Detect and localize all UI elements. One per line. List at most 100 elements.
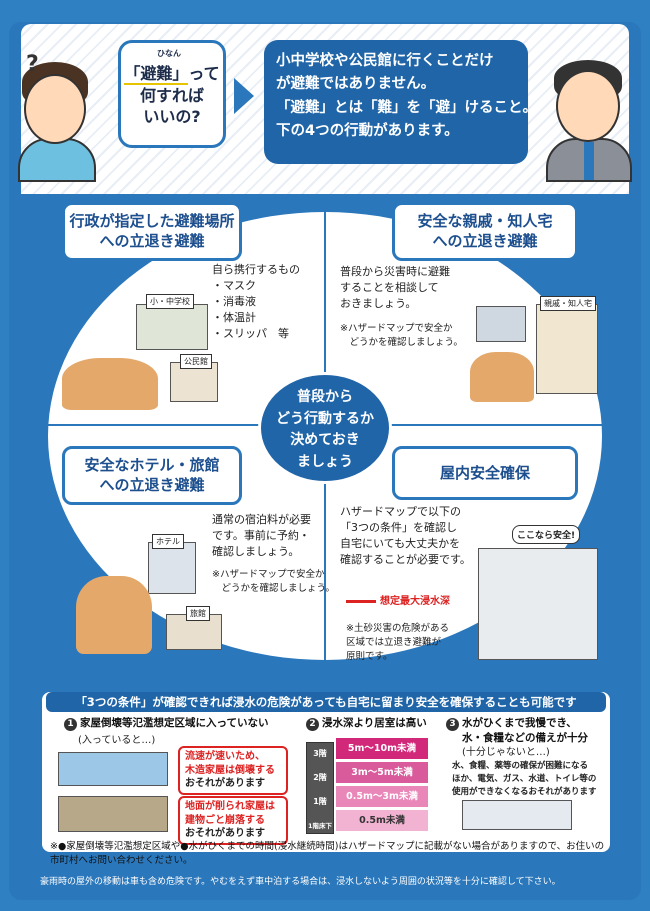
- school-tag: 小・中学校: [146, 294, 194, 309]
- center-line: どう行動するか: [276, 410, 374, 427]
- relative-house-tag: 親戚・知人宅: [540, 296, 596, 311]
- bottom-note: 豪雨時の屋外の移動は車も含め危険です。やむをえず車中泊する場合は、浸水しないよう…: [40, 877, 561, 887]
- quadrant-3-body: 通常の宿泊料が必要 です。事前に予約・ 確認しましょう。: [212, 512, 311, 560]
- floor-label: 1階床下: [307, 822, 333, 830]
- condition-1-warning-1: 流速が速いため、 木造家屋は倒壊する おそれがあります: [178, 746, 288, 795]
- condition-2-number: 2: [306, 718, 319, 731]
- q4-body-line: 自宅にいても大丈夫かを: [340, 536, 461, 550]
- max-flood-depth-legend: 想定最大浸水深: [346, 592, 450, 607]
- flood-level: 0.5m〜3m未満: [336, 786, 428, 807]
- floor-label: 1階: [313, 797, 327, 806]
- center-line: 決めておき: [290, 432, 360, 449]
- answer-bubble: 小中学校や公民館に行くことだけ が避難ではありません。 「避難」とは「難」を「避…: [264, 40, 537, 164]
- quadrant-2-title: 安全な親戚・知人宅 への立退き避難: [392, 202, 578, 261]
- quadrant-1-title: 行政が指定した避難場所 への立退き避難: [62, 202, 242, 261]
- q2-body-line: おきましょう。: [340, 296, 417, 310]
- warning-2-line: 建物ごと崩落する: [185, 814, 265, 826]
- question-line-3: いいの?: [143, 107, 201, 127]
- legend-label: 想定最大浸水深: [380, 596, 450, 607]
- questioner-body: [18, 138, 96, 182]
- flood-level: 0.5m未満: [336, 810, 428, 831]
- q2-note-line: どうかを確認しましょう。: [340, 336, 463, 348]
- quadrant-1-title-line-1: 行政が指定した避難場所: [69, 212, 235, 230]
- center-line: ましょう: [297, 454, 353, 471]
- question-line-2: 何すれば: [139, 85, 204, 105]
- quadrant-1-title-line-2: への立退き避難: [99, 232, 205, 251]
- q2-note-line: ※ハザードマップで安全か: [340, 323, 453, 334]
- bring-item: ・スリッパ 等: [212, 326, 289, 340]
- condition-3-body-line: 水、食糧、薬等の確保が困難になる: [452, 761, 589, 771]
- quadrant-2-title-line-1: 安全な親戚・知人宅: [417, 212, 553, 230]
- q2-body-line: 普段から災害時に避難: [340, 265, 450, 278]
- answer-line-4: 下の4つの行動があります。: [276, 123, 459, 140]
- conditions-header: 「3つの条件」が確認できれば浸水の危険があっても自宅に留まり安全を確保することも…: [46, 692, 606, 712]
- quadrant-4-body: ハザードマップで以下の 「3つの条件」を確認し 自宅にいても大丈夫かを 確認する…: [340, 504, 471, 568]
- question-word: 「避難」: [124, 64, 189, 85]
- arrow-right-icon: [234, 78, 254, 114]
- family-walking-icon: [76, 576, 152, 654]
- quadrant-4-note: ※土砂災害の危険がある 区域では立退き避難が 原則です。: [346, 622, 449, 663]
- question-line-1: って: [188, 64, 220, 83]
- question-bubble: ひなん 「避難」って 何すれば いいの?: [118, 40, 226, 148]
- q2-body-line: することを相談して: [340, 280, 439, 294]
- flooded-house-icon: [476, 306, 526, 342]
- q4-body-line: ハザードマップで以下の: [340, 505, 461, 518]
- safe-here-bubble: ここなら安全!: [512, 525, 581, 544]
- condition-3-body-line: ほか、電気、ガス、水道、トイレ等の: [452, 773, 597, 784]
- bring-item: ・マスク: [212, 278, 256, 292]
- center-line: 普段から: [297, 389, 353, 405]
- quadrant-2-note: ※ハザードマップで安全か どうかを確認しましょう。: [340, 322, 463, 350]
- q4-body-line: 確認することが必要です。: [340, 552, 471, 566]
- evacuating-family-icon: [470, 352, 534, 402]
- quadrant-3-title-line-2: への立退き避難: [99, 476, 205, 495]
- relative-house-icon: [536, 304, 598, 394]
- advisor-tie: [584, 142, 594, 180]
- center-message: 普段から どう行動するか 決めておき ましょう: [258, 372, 392, 484]
- quadrant-2-body: 普段から災害時に避難 することを相談して おきましょう。: [340, 264, 450, 312]
- condition-3-body-line: 使用ができなくなるおそれがあります: [452, 786, 597, 797]
- conditions-footnote: ※●家屋倒壊等氾濫想定区域や●水がひくまでの時間(浸水継続時間)はハザードマップ…: [50, 841, 605, 866]
- quadrant-4-title: 屋内安全確保: [392, 446, 578, 501]
- bring-item: ・体温計: [212, 310, 256, 324]
- warning-2-line: 地面が削られ家屋は: [185, 801, 275, 812]
- flood-level: 3m〜5m未満: [336, 762, 428, 783]
- quadrant-2-title-line-2: への立退き避難: [432, 232, 538, 251]
- hall-tag: 公民館: [180, 354, 212, 369]
- condition-1-label: 家屋倒壊等氾濫想定区域に入っていない: [80, 717, 269, 729]
- condition-3-number: 3: [446, 718, 459, 731]
- hotel-building-icon: [148, 542, 196, 594]
- hotel-tag: ホテル: [152, 534, 184, 549]
- flood-level-label: 0.5m未満: [359, 815, 405, 826]
- condition-1-sub: (入っていると…): [78, 735, 156, 746]
- q3-body-line: 確認しましょう。: [212, 544, 300, 558]
- warning-2-line: おそれがあります: [185, 828, 265, 839]
- q3-body-line: です。事前に予約・: [212, 528, 310, 542]
- warning-1-line: おそれがあります: [185, 778, 265, 789]
- inn-tag: 旅館: [186, 606, 210, 621]
- warning-1-line: 流速が速いため、: [185, 751, 265, 762]
- flood-level-label: 0.5m〜3m未満: [346, 791, 418, 802]
- house-wave-icon: [58, 752, 168, 786]
- landslide-icon: [58, 796, 168, 832]
- legend-dash-icon: [346, 599, 376, 603]
- q3-body-line: 通常の宿泊料が必要: [212, 513, 311, 526]
- questioner-face-icon: [24, 74, 86, 144]
- house-section-icon: [306, 742, 334, 834]
- school-building-icon: [136, 304, 208, 350]
- flood-level: 5m〜10m未満: [336, 738, 428, 759]
- warning-1-line: 木造家屋は倒壊する: [185, 764, 275, 776]
- advisor-face-icon: [556, 70, 620, 142]
- q4-note-line: 原則です。: [346, 650, 393, 662]
- question-mark-icon: ?: [26, 52, 39, 77]
- apartment-flood-icon: [478, 548, 598, 660]
- condition-3-sub: (十分じゃないと…): [462, 747, 550, 758]
- q4-body-line: 「3つの条件」を確認し: [340, 520, 457, 534]
- answer-line-3: 「避難」とは「難」を「避」けること。: [276, 99, 537, 116]
- q4-note-line: 区域では立退き避難が: [346, 636, 442, 648]
- family-group-icon: [62, 358, 158, 410]
- floor-label: 3階: [313, 749, 327, 758]
- condition-2-label: 浸水深より居室は高い: [322, 717, 427, 729]
- quadrant-3-title: 安全なホテル・旅館 への立退き避難: [62, 446, 242, 505]
